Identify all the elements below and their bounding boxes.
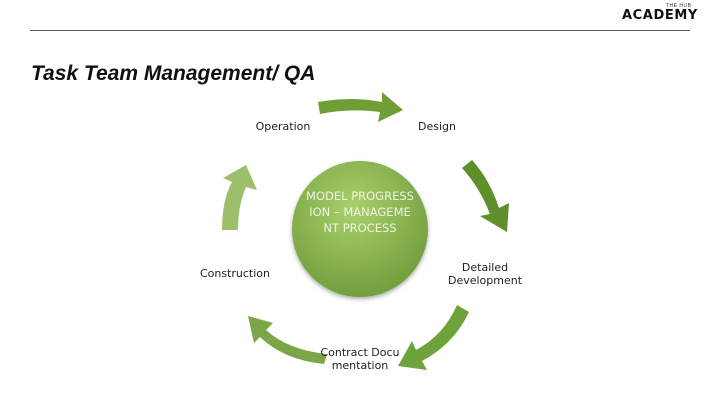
step-label-detailed-development: Detailed Development <box>447 261 523 287</box>
step-label-contract-documentation: Contract Documentation <box>320 346 400 372</box>
arrow-documentation-to-construction <box>248 316 327 364</box>
slide-title: Task Team Management/ QA <box>31 62 316 85</box>
step-label-design: Design <box>418 120 456 133</box>
center-label: MODEL PROGRESSION – MANAGEMENT PROCESS <box>306 189 414 235</box>
step-label-construction: Construction <box>199 267 271 280</box>
logo-tagline: THE HUB <box>666 3 692 9</box>
header-divider <box>30 30 690 31</box>
arrow-design-to-development <box>462 160 509 232</box>
center-circle <box>292 161 428 297</box>
step-label-operation: Operation <box>255 120 311 133</box>
arrow-development-to-documentation <box>398 305 469 370</box>
arrow-operation-to-design <box>318 92 403 122</box>
academy-logo: ACADEMY <box>622 8 698 23</box>
arrow-construction-to-operation <box>222 165 257 230</box>
